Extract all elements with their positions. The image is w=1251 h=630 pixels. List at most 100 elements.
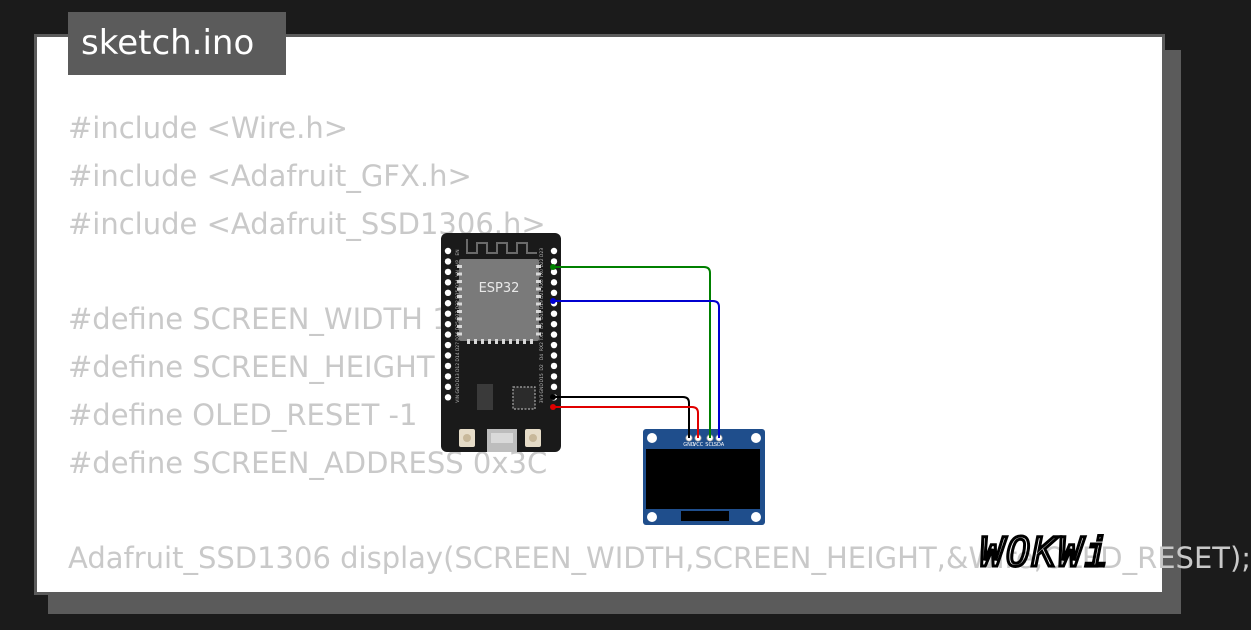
- module-pad: [536, 280, 541, 283]
- module-pad: [457, 287, 462, 291]
- esp32-pin-label: TX2: [539, 332, 545, 342]
- esp32-pin-right[interactable]: [550, 383, 558, 391]
- module-pad: [457, 272, 462, 276]
- module-pad: [536, 302, 541, 306]
- file-tab[interactable]: sketch.ino: [68, 12, 286, 75]
- module-pad: [536, 325, 541, 328]
- esp32-pin-label: D26: [455, 331, 461, 340]
- module-pad: [530, 339, 533, 344]
- module-pads: [457, 265, 541, 344]
- esp32-pin-left[interactable]: [444, 362, 452, 370]
- wire-black: [553, 396, 690, 438]
- oled-pin-label: SDA: [714, 442, 725, 448]
- esp32-chip-label: ESP32: [479, 281, 520, 296]
- esp32-pin-left[interactable]: [444, 352, 452, 359]
- oled-screen: [646, 449, 760, 509]
- esp32-pin-right[interactable]: [550, 279, 558, 286]
- usb-uart-chip: [512, 386, 536, 410]
- voltage-regulator: [477, 384, 493, 410]
- esp32-pin-right[interactable]: [550, 320, 558, 328]
- wokwi-logo: WOKWi: [979, 529, 1110, 578]
- esp32-pin-label: RX2: [539, 342, 545, 351]
- oled-pin-label: GND: [683, 442, 695, 448]
- en-button-cap: [463, 434, 471, 442]
- esp32-pin-right[interactable]: [550, 268, 558, 276]
- esp32-pin-label: D35: [455, 290, 461, 299]
- wire-red: [553, 406, 699, 438]
- esp32-pin-label: TX0: [539, 269, 545, 279]
- esp32-pin-label: D14: [455, 352, 461, 361]
- module-pad: [509, 339, 512, 344]
- esp32-pin-right[interactable]: [550, 352, 558, 359]
- module-pad: [495, 339, 498, 344]
- wire-red-end: [550, 404, 556, 410]
- oled-ribbon: [681, 511, 729, 521]
- esp32-pin-label: VIN: [455, 395, 461, 403]
- esp32-pin-label: VN: [455, 270, 461, 276]
- esp32-pin-right[interactable]: [550, 289, 558, 296]
- esp32-pin-right[interactable]: [550, 247, 558, 255]
- mount-hole-tl: [647, 433, 657, 443]
- esp32-module-shield: [459, 259, 539, 341]
- module-pad: [457, 332, 462, 336]
- esp32-pin-right[interactable]: [550, 373, 558, 380]
- module-pad: [457, 325, 462, 328]
- esp32-pin-left[interactable]: [444, 258, 452, 265]
- esp32-pin-left[interactable]: [444, 341, 452, 349]
- esp32-pin-right[interactable]: [550, 341, 558, 349]
- esp32-pin-left[interactable]: [444, 279, 452, 286]
- esp32-pin-label: GND: [539, 383, 545, 394]
- module-pad: [457, 265, 462, 268]
- module-pad: [457, 317, 462, 321]
- oled-pin-label: SCL: [705, 442, 715, 448]
- esp32-pin-right[interactable]: [550, 331, 558, 338]
- module-pad: [536, 317, 541, 321]
- code-line: #include <Wire.h>: [68, 111, 349, 145]
- code-line: #include <Adafruit_GFX.h>: [68, 158, 472, 193]
- wire-green: [553, 266, 711, 438]
- esp32-pin-label: D21: [539, 290, 545, 299]
- module-pad: [536, 272, 541, 276]
- esp32-pin-left[interactable]: [444, 383, 452, 391]
- esp32-pin-right[interactable]: [550, 258, 558, 265]
- esp32-board[interactable]: ESP32 ENVPVND34D35D32D33D25D26D27D14D12D…: [441, 233, 561, 452]
- esp32-pin-label: D13: [455, 373, 461, 382]
- esp32-pin-left[interactable]: [444, 373, 452, 380]
- esp32-pin-left[interactable]: [444, 247, 452, 255]
- wire-blue: [553, 300, 720, 438]
- module-pad: [467, 339, 470, 344]
- esp32-pin-label: D2: [539, 364, 545, 370]
- wokwi-logo-text: WOKWi: [980, 530, 1110, 576]
- wire-green-end: [550, 264, 556, 270]
- esp32-pin-label: D34: [455, 279, 461, 288]
- code-line: #include <Adafruit_SSD1306.h>: [68, 206, 546, 241]
- esp32-pin-left[interactable]: [444, 310, 452, 317]
- esp32-pin-left[interactable]: [444, 268, 452, 276]
- module-pad: [488, 339, 491, 344]
- esp32-pin-right[interactable]: [550, 310, 558, 317]
- module-pad: [523, 339, 526, 344]
- module-pad: [536, 332, 541, 336]
- esp32-pin-left[interactable]: [444, 331, 452, 338]
- esp32-pin-left[interactable]: [444, 289, 452, 296]
- code-listing: #include <Wire.h> #include <Adafruit_GFX.…: [68, 105, 1251, 583]
- esp32-pin-label: GND: [455, 383, 461, 394]
- code-line: Adafruit_SSD1306 display(SCREEN_WIDTH,SC…: [68, 541, 1251, 576]
- oled-pin-label: VCC: [693, 442, 704, 448]
- code-line: #define OLED_RESET -1: [68, 397, 418, 432]
- esp32-pin-label: D15: [539, 373, 545, 382]
- antenna-trace: [466, 239, 537, 254]
- preview-card: #include <Wire.h> #include <Adafruit_GFX.…: [34, 34, 1251, 595]
- module-pad: [536, 295, 541, 298]
- micro-usb-inner: [491, 433, 513, 443]
- esp32-pin-right[interactable]: [550, 362, 558, 370]
- wires: [550, 264, 720, 438]
- module-pad: [457, 295, 462, 298]
- esp32-pin-left[interactable]: [444, 300, 452, 307]
- module-pad: [457, 310, 462, 313]
- esp32-pin-label: D19: [539, 300, 545, 309]
- esp32-pin-left[interactable]: [444, 394, 452, 401]
- module-pad: [481, 339, 484, 344]
- esp32-pin-left[interactable]: [444, 320, 452, 328]
